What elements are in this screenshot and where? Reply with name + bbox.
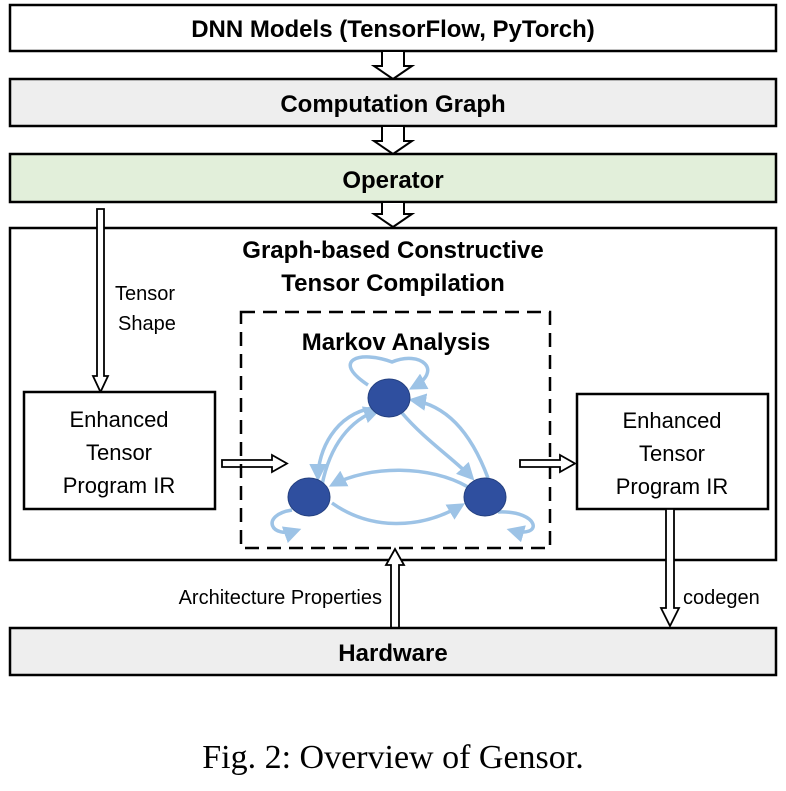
arrow-graph-to-operator: [370, 125, 416, 156]
tensor-shape-label-line2: Shape: [118, 313, 176, 335]
dnn-models-label: DNN Models (TensorFlow, PyTorch): [191, 16, 595, 43]
ir-right-box: [575, 392, 770, 511]
arrow-architecture-properties: [384, 547, 406, 630]
hardware-label: Hardware: [338, 640, 447, 667]
ir-right-line1: Enhanced: [622, 408, 721, 433]
arrow-codegen: [659, 508, 681, 629]
ir-left-box: [22, 390, 217, 511]
hardware-box: [8, 626, 778, 677]
tensor-shape-label-line1: Tensor: [115, 283, 175, 305]
compilation-title-line2: Tensor Compilation: [281, 270, 505, 297]
markov-node-bottom-right: [463, 477, 507, 517]
arrow-operator-to-compilation: [370, 201, 416, 229]
arrow-tensor-shape: [91, 208, 110, 395]
ir-right-line2: Tensor: [639, 441, 705, 466]
operator-label: Operator: [342, 167, 443, 194]
ir-left-line2: Tensor: [86, 440, 152, 465]
markov-analysis-box: [239, 310, 552, 550]
arrow-ir-to-markov: [221, 453, 289, 474]
ir-left-line1: Enhanced: [69, 407, 168, 432]
architecture-properties-label: Architecture Properties: [179, 587, 382, 609]
codegen-label: codegen: [683, 587, 760, 609]
arrow-models-to-graph: [370, 50, 416, 81]
arrow-markov-to-ir: [519, 453, 577, 474]
ir-left-line3: Program IR: [63, 473, 175, 498]
ir-right-line3: Program IR: [616, 474, 728, 499]
dnn-models-box: [8, 3, 778, 53]
markov-node-top: [367, 378, 411, 418]
figure-caption: Fig. 2: Overview of Gensor.: [202, 739, 584, 776]
markov-node-bottom-left: [287, 477, 331, 517]
compilation-title-line1: Graph-based Constructive: [242, 237, 543, 264]
computation-graph-label: Computation Graph: [280, 91, 505, 118]
markov-analysis-title: Markov Analysis: [302, 329, 491, 356]
computation-graph-box: [8, 77, 778, 128]
markov-graph-edges: [270, 355, 535, 543]
